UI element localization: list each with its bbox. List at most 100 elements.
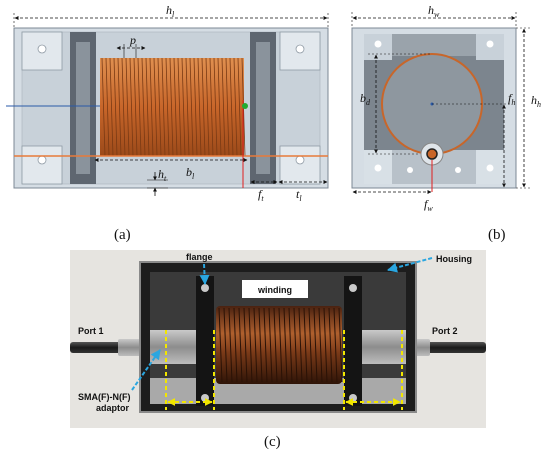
dim-ht-label: ht bbox=[158, 167, 167, 183]
photo-winding-turn bbox=[233, 307, 238, 383]
coaxial-pin bbox=[426, 148, 438, 160]
adaptor-left bbox=[150, 330, 196, 364]
photo-winding-turns bbox=[218, 307, 343, 383]
photo-winding-turn bbox=[293, 307, 298, 383]
flange-right-inner bbox=[256, 42, 270, 174]
photo-winding-turn bbox=[298, 307, 303, 383]
dim-hw-label: hw bbox=[428, 3, 440, 19]
winding-turn bbox=[133, 57, 138, 157]
screw bbox=[349, 284, 357, 292]
winding-turn bbox=[185, 57, 190, 157]
photo-flange-right bbox=[344, 276, 362, 406]
caption-b: (b) bbox=[488, 227, 506, 243]
flange-arrow bbox=[199, 263, 210, 285]
dim-hl-label: hl bbox=[166, 3, 175, 19]
dim-p-label: p bbox=[129, 33, 136, 47]
photo-winding-turn bbox=[253, 307, 258, 383]
winding-turn bbox=[173, 57, 178, 157]
screw bbox=[349, 394, 357, 402]
winding-label: winding bbox=[257, 285, 292, 295]
feed-point bbox=[242, 103, 248, 109]
winding-turn bbox=[101, 57, 106, 157]
photo-winding-turn bbox=[288, 307, 293, 383]
dim-bd-label: bd bbox=[360, 91, 371, 107]
bolt-hole bbox=[455, 167, 461, 173]
photo-flange-left bbox=[196, 276, 214, 406]
winding-turn bbox=[169, 57, 174, 157]
winding-turn bbox=[137, 57, 142, 157]
photo-winding-turn bbox=[268, 307, 273, 383]
adaptor-arrow bbox=[131, 349, 161, 391]
photo-winding-turn bbox=[323, 307, 328, 383]
winding-turn bbox=[113, 57, 118, 157]
flange-label: flange bbox=[186, 252, 213, 262]
dim-fh-label: fh bbox=[508, 91, 515, 107]
winding-turn bbox=[153, 57, 158, 157]
end-plate-top bbox=[364, 34, 504, 56]
dim-hh-label: hh bbox=[531, 93, 541, 109]
winding-turn bbox=[213, 57, 218, 157]
photo-winding bbox=[216, 306, 342, 384]
adaptor-label-line-1: SMA(F)-N(F) bbox=[78, 392, 130, 402]
dim-fw-label: fw bbox=[424, 197, 433, 213]
bolt-hole bbox=[37, 155, 47, 165]
photo-winding-turn bbox=[278, 307, 283, 383]
screw bbox=[201, 284, 209, 292]
winding-turn bbox=[193, 57, 198, 157]
adaptor-label-line-2: adaptor bbox=[96, 403, 130, 413]
winding-turn bbox=[233, 57, 238, 157]
bracket-bottom-right bbox=[279, 145, 321, 185]
winding-turn bbox=[209, 57, 214, 157]
bolt-hole bbox=[374, 164, 382, 172]
photo-winding-turn bbox=[273, 307, 278, 383]
winding-turn bbox=[161, 57, 166, 157]
bolt-hole bbox=[486, 164, 494, 172]
winding-turn bbox=[125, 57, 130, 157]
housing-arrow bbox=[387, 257, 433, 273]
photo-winding-turn bbox=[228, 307, 233, 383]
panel-b-end-view: hw hh bd fh fw (b) bbox=[351, 3, 541, 243]
bracket-bottom-left bbox=[21, 145, 63, 185]
winding-turn bbox=[165, 57, 170, 157]
winding-turn bbox=[217, 57, 222, 157]
bolt-hole bbox=[37, 44, 47, 54]
flange-left-inner bbox=[76, 42, 90, 174]
winding-turn bbox=[109, 57, 114, 157]
photo-winding-turn bbox=[263, 307, 268, 383]
panel-a-side-view: hl p bl ht ft tl (a) bbox=[6, 3, 329, 243]
winding-turn bbox=[225, 57, 230, 157]
winding-turn bbox=[189, 57, 194, 157]
dim-bl-label: bl bbox=[186, 165, 195, 181]
port-1-label: Port 1 bbox=[78, 326, 104, 336]
winding-coil bbox=[100, 58, 244, 156]
adaptor-right bbox=[360, 330, 406, 364]
winding-turn bbox=[145, 57, 150, 157]
winding-turn bbox=[197, 57, 202, 157]
caption-c: (c) bbox=[264, 434, 281, 450]
photo-winding-turn bbox=[318, 307, 323, 383]
winding-turn bbox=[229, 57, 234, 157]
winding-turn bbox=[205, 57, 210, 157]
dim-tl-label: tl bbox=[296, 187, 302, 203]
winding-turn bbox=[177, 57, 182, 157]
photo-winding-turn bbox=[243, 307, 248, 383]
winding-turn bbox=[181, 57, 186, 157]
photo-winding-turn bbox=[303, 307, 308, 383]
winding-turn bbox=[157, 57, 162, 157]
winding-turn bbox=[201, 57, 206, 157]
winding-turn bbox=[141, 57, 146, 157]
winding-label-box bbox=[242, 280, 308, 298]
photo-winding-turn bbox=[238, 307, 243, 383]
winding-turn bbox=[117, 57, 122, 157]
photo-winding-turn bbox=[283, 307, 288, 383]
photo-winding-turn bbox=[333, 307, 338, 383]
winding-turn bbox=[221, 57, 226, 157]
photo-winding-turn bbox=[338, 307, 343, 383]
bolt-hole bbox=[295, 155, 305, 165]
caption-a: (a) bbox=[114, 227, 131, 243]
winding-turn bbox=[129, 57, 134, 157]
bolt-hole bbox=[295, 44, 305, 54]
winding-turns bbox=[101, 57, 246, 157]
bolt-hole bbox=[407, 167, 413, 173]
